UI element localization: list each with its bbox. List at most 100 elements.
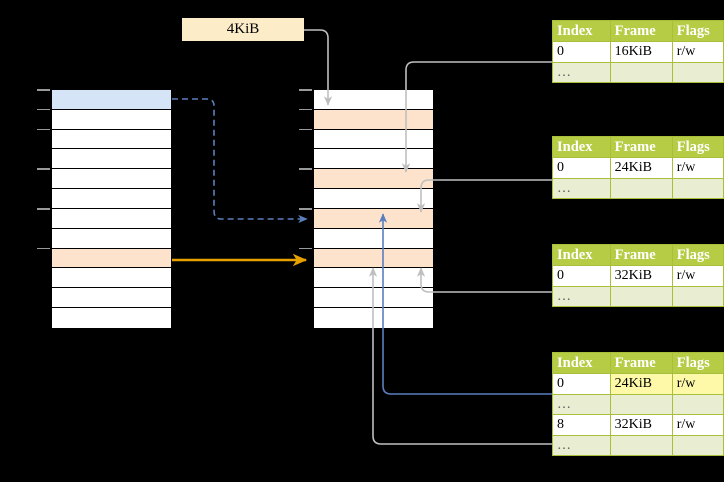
- left-row-tick: [37, 168, 50, 170]
- page-size-label: 4KiB: [182, 18, 304, 41]
- column-header-index: Index: [552, 243, 611, 267]
- table-cell: 0: [552, 157, 611, 179]
- middle-row-tick: [299, 89, 312, 91]
- left-memory-row: [52, 208, 171, 229]
- table-cell: [671, 434, 724, 457]
- left-memory-column: [51, 89, 172, 329]
- table-cell: [609, 434, 673, 457]
- table-cell: [671, 393, 724, 416]
- left-memory-row: [52, 288, 171, 309]
- table-row: …: [552, 285, 724, 308]
- left-memory-row: [52, 248, 171, 269]
- column-header-frame: Frame: [609, 351, 673, 375]
- table-cell: 32KiB: [609, 414, 673, 436]
- left-memory-row: [52, 189, 171, 209]
- middle-memory-row: [314, 308, 433, 328]
- column-header-flags: Flags: [671, 351, 724, 375]
- table-cell: r/w: [671, 265, 724, 287]
- left-memory-row: [52, 149, 171, 170]
- table-cell: …: [552, 177, 611, 200]
- table-cell: 8: [552, 414, 611, 436]
- table-row: …: [552, 177, 724, 200]
- left-row-tick: [37, 247, 50, 250]
- table-cell: [609, 61, 673, 84]
- left-row-tick: [37, 108, 50, 111]
- column-header-frame: Frame: [609, 135, 673, 159]
- column-header-index: Index: [552, 351, 611, 375]
- table-cell: 16KiB: [609, 41, 673, 63]
- table-row: …: [552, 61, 724, 84]
- middle-memory-row: [314, 208, 433, 229]
- middle-memory-row: [314, 189, 433, 209]
- column-header-index: Index: [552, 19, 611, 43]
- left-memory-row: [52, 228, 171, 249]
- column-header-flags: Flags: [671, 19, 724, 43]
- middle-memory-column: [313, 89, 434, 329]
- table-cell: r/w: [671, 373, 724, 395]
- left-memory-row: [52, 308, 171, 328]
- middle-memory-row: [314, 109, 433, 130]
- table-cell: [671, 285, 724, 308]
- table-cell: [609, 285, 673, 308]
- middle-row-tick: [299, 208, 312, 210]
- table-row: …: [552, 434, 724, 457]
- middle-memory-row: [314, 248, 433, 269]
- middle-memory-row: [314, 228, 433, 249]
- table-cell: …: [552, 61, 611, 84]
- arrow-virtual-to-physical-dashed: [172, 98, 308, 224]
- middle-row-tick: [299, 128, 312, 131]
- table-row: …: [552, 393, 724, 416]
- middle-memory-row: [314, 149, 433, 170]
- middle-memory-row: [314, 90, 433, 110]
- arrow-table3-to-memory: [416, 267, 553, 293]
- left-memory-row: [52, 90, 171, 110]
- column-header-frame: Frame: [609, 19, 673, 43]
- table-cell: 0: [552, 373, 611, 395]
- table-cell: [609, 177, 673, 200]
- left-memory-row: [52, 268, 171, 289]
- left-memory-row: [52, 109, 171, 130]
- left-row-tick: [37, 128, 50, 131]
- table-cell: r/w: [671, 414, 724, 436]
- middle-row-tick: [299, 168, 312, 170]
- column-header-frame: Frame: [609, 243, 673, 267]
- table-cell: …: [552, 434, 611, 457]
- middle-memory-row: [314, 268, 433, 289]
- column-header-flags: Flags: [671, 243, 724, 267]
- left-row-tick: [37, 89, 50, 91]
- column-header-flags: Flags: [671, 135, 724, 159]
- table-cell: r/w: [671, 157, 724, 179]
- table-cell: 24KiB: [609, 157, 673, 179]
- middle-memory-row: [314, 288, 433, 309]
- table-cell: 0: [552, 41, 611, 63]
- table-cell: 32KiB: [609, 265, 673, 287]
- left-memory-row: [52, 129, 171, 150]
- middle-row-tick: [299, 247, 312, 250]
- middle-row-tick: [299, 108, 312, 111]
- table-cell: r/w: [671, 41, 724, 63]
- table-cell: [671, 61, 724, 84]
- table-cell: …: [552, 285, 611, 308]
- table-cell: 0: [552, 265, 611, 287]
- table-cell: [609, 393, 673, 416]
- table-cell: [671, 177, 724, 200]
- left-memory-row: [52, 169, 171, 190]
- middle-memory-row: [314, 169, 433, 190]
- table-cell: 24KiB: [609, 373, 673, 395]
- arrow-table2-to-memory: [416, 179, 553, 213]
- left-row-tick: [37, 208, 50, 210]
- middle-memory-row: [314, 129, 433, 150]
